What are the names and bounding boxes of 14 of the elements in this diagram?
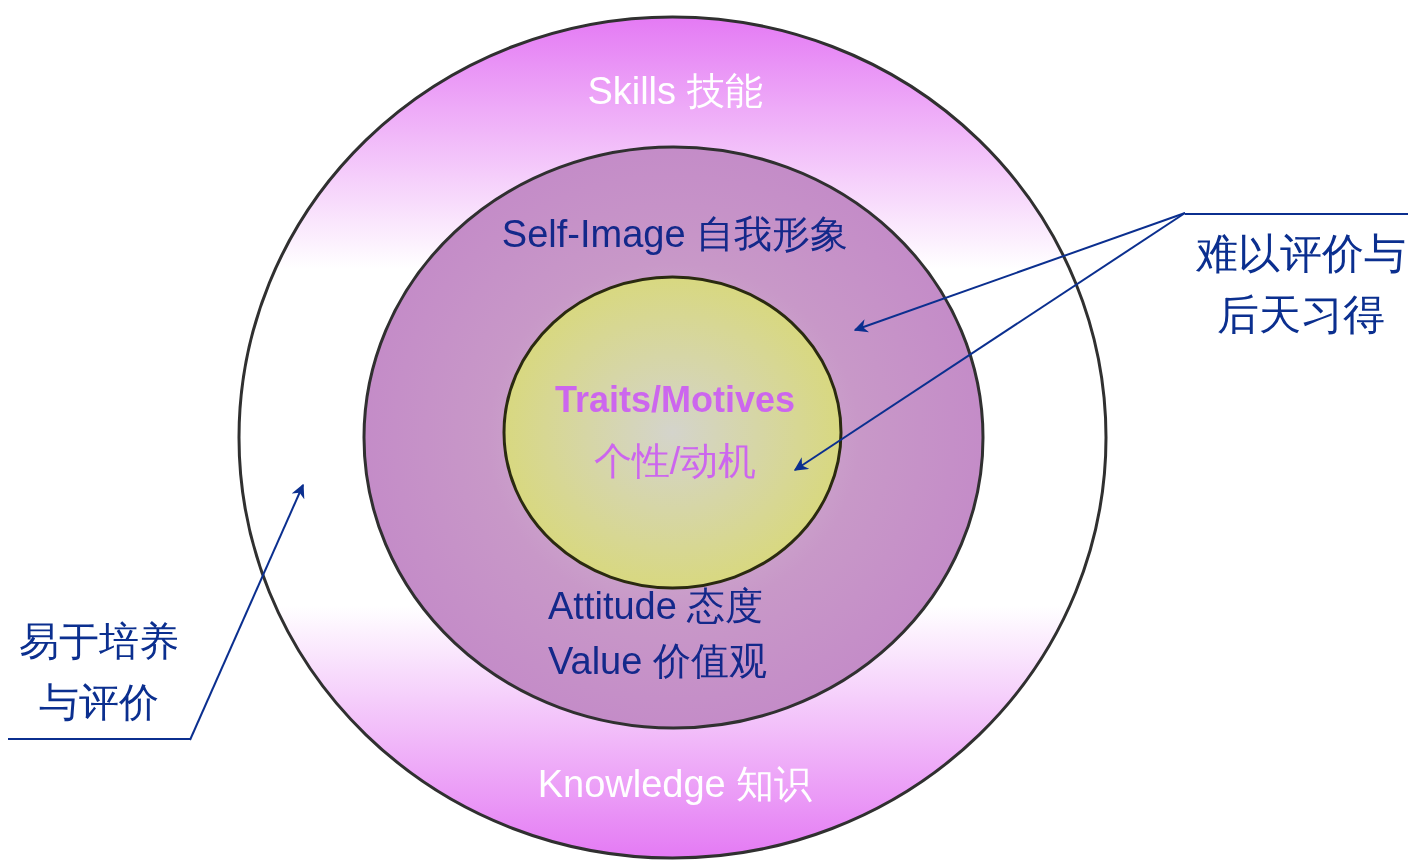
ring-label: Attitude 态度 [548, 586, 764, 628]
core-label: Traits/Motives [554, 380, 796, 420]
leader-arrow [853, 212, 1186, 333]
core-label: 个性/动机 [593, 441, 757, 483]
callout-label: 易于培养与评价 [8, 605, 190, 740]
ring-label: Value 价值观 [548, 641, 767, 683]
callout-label: 难以评价与后天习得 [1185, 213, 1408, 338]
outer-circle [237, 15, 1108, 860]
middle-circle [362, 145, 985, 730]
leader-arrow [793, 212, 1186, 471]
ring-label: Skills 技能 [587, 71, 763, 113]
ring-label: Self-Image 自我形象 [501, 214, 849, 256]
leader-arrow [189, 483, 305, 741]
ring-label: Knowledge 知识 [537, 764, 813, 806]
